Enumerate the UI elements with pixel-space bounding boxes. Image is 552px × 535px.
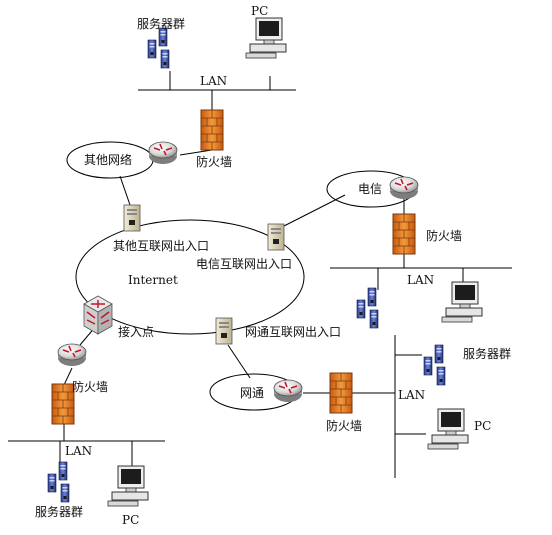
router-icon	[389, 176, 419, 200]
pc-label: PC	[251, 4, 268, 18]
server-cluster-icon	[148, 28, 169, 68]
connection-lines	[8, 71, 512, 478]
pc-label: PC	[474, 419, 491, 433]
firewall-label: 防火墙	[196, 154, 232, 169]
router-icon	[148, 141, 178, 165]
firewall-label: 防火墙	[72, 379, 108, 394]
telecom-exit-label: 电信互联网出入口	[196, 257, 292, 271]
lan-label: LAN	[398, 388, 425, 402]
lan-label: LAN	[200, 74, 227, 88]
gateway-server-icon	[123, 204, 141, 232]
firewall-icon	[329, 372, 353, 414]
pc-icon	[441, 281, 483, 323]
other-network-label: 其他网络	[84, 152, 132, 167]
firewall-icon	[51, 383, 75, 425]
unicom-exit-label: 网通互联网出入口	[245, 325, 341, 339]
server-cluster-label: 服务器群	[137, 16, 185, 31]
firewall-label: 防火墙	[326, 418, 362, 433]
lan-label: LAN	[407, 273, 434, 287]
firewall-icon	[200, 109, 224, 151]
gateway-server-icon	[215, 317, 233, 345]
pc-icon	[427, 408, 469, 450]
server-cluster-icon	[48, 462, 69, 502]
internet-cloud	[75, 219, 305, 335]
router-icon	[273, 379, 303, 403]
router-icon	[57, 343, 87, 367]
pc-label: PC	[122, 513, 139, 527]
pc-icon	[245, 17, 287, 59]
other-exit-label: 其他互联网出入口	[113, 239, 209, 253]
firewall-icon	[392, 213, 416, 255]
pc-icon	[107, 465, 149, 507]
gateway-server-icon	[267, 223, 285, 251]
access-point-label: 接入点	[118, 324, 154, 339]
firewall-label: 防火墙	[426, 228, 462, 243]
server-cluster-label: 服务器群	[35, 504, 83, 519]
server-cluster-label: 服务器群	[463, 346, 511, 361]
server-cluster-icon	[357, 288, 378, 328]
lan-label: LAN	[65, 444, 92, 458]
internet-label: Internet	[128, 273, 178, 287]
unicom-label: 网通	[240, 386, 264, 400]
server-cluster-icon	[424, 345, 445, 385]
access-switch-icon	[83, 295, 113, 335]
telecom-label: 电信	[358, 182, 382, 196]
